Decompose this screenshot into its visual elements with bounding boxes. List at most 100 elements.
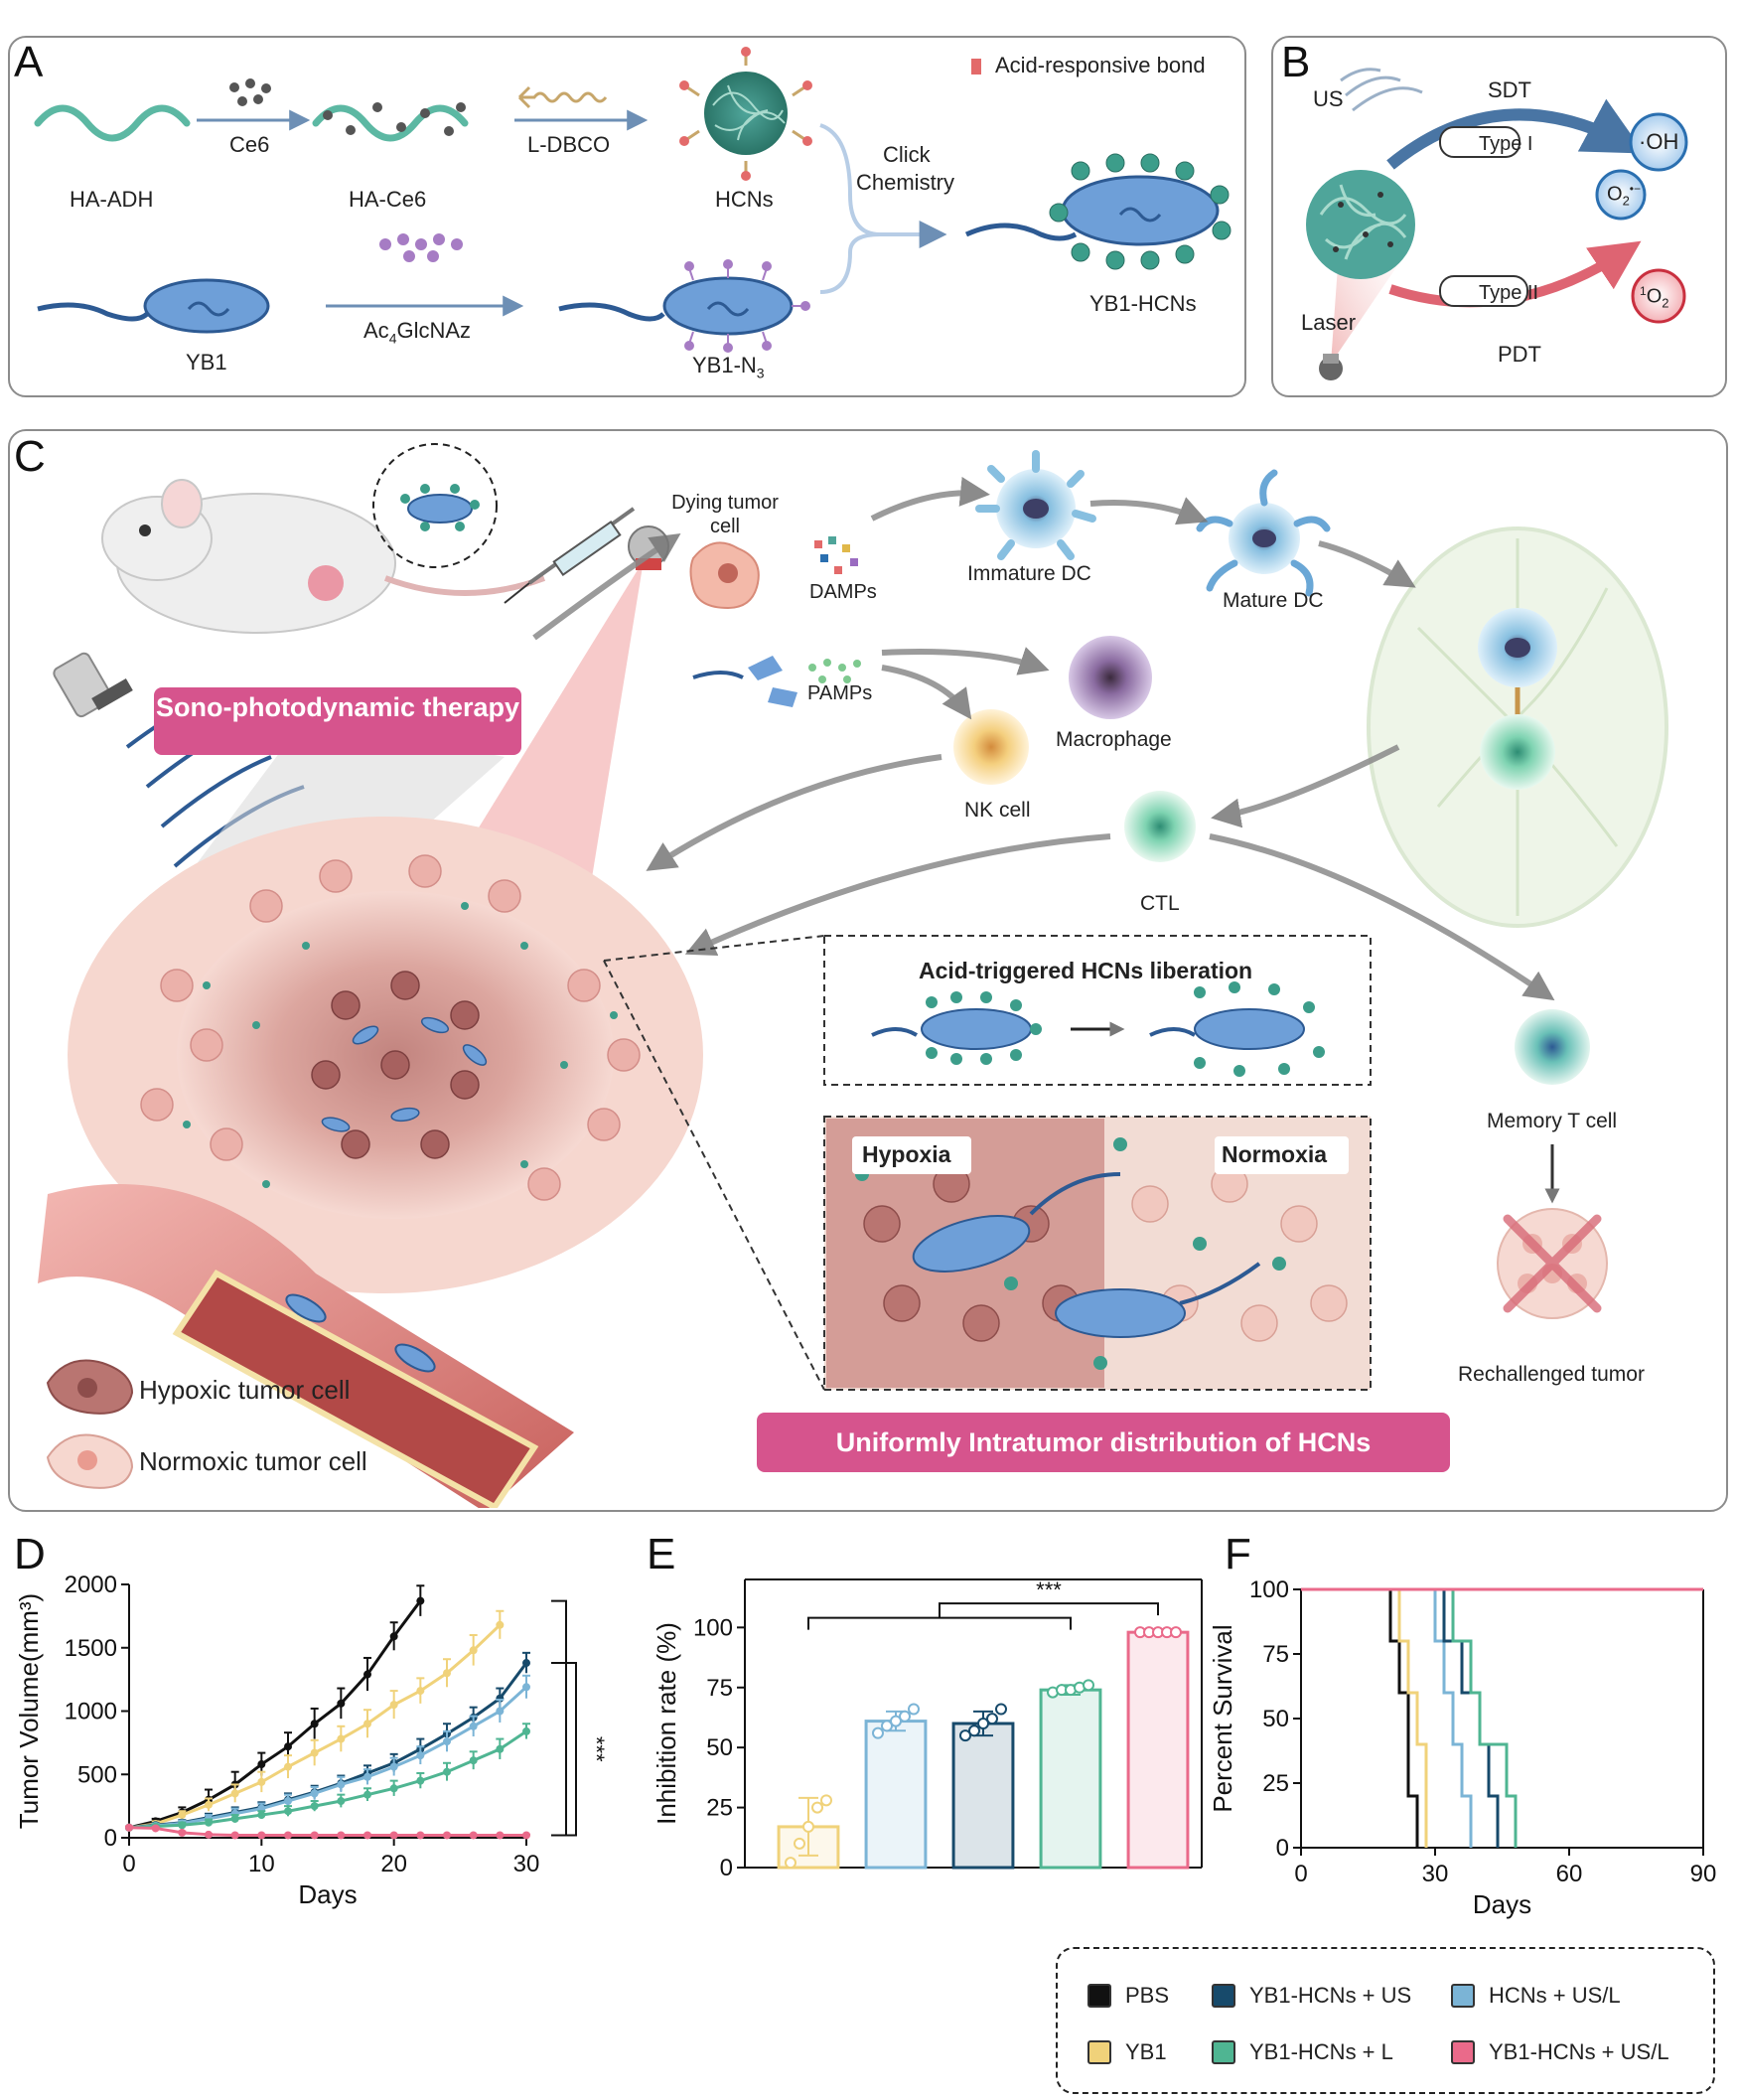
data-point <box>469 1722 478 1730</box>
data-point <box>230 1831 239 1840</box>
pamps-label: PAMPs <box>807 682 873 704</box>
mouse-illustration <box>101 479 546 634</box>
zoom-line-top <box>603 935 825 962</box>
damps-particles-icon <box>814 536 858 574</box>
data-point <box>389 1632 398 1641</box>
x-tick-label: 60 <box>1556 1861 1583 1887</box>
yb1-label: YB1 <box>186 350 227 375</box>
series-yb1-hcns-l <box>125 1723 530 1832</box>
us-label: US <box>1313 86 1344 111</box>
x-tick-label: 0 <box>122 1851 135 1877</box>
x-tick-label: 0 <box>1294 1861 1307 1887</box>
bar <box>1039 1688 1102 1870</box>
survival-curve-hcns-us-l <box>1301 1587 1473 1848</box>
oh-radical-bubble <box>1629 112 1688 172</box>
data-point <box>151 1824 160 1833</box>
bar-group-3 <box>951 1703 1015 1870</box>
y-tick-label: 50 <box>706 1734 733 1761</box>
nk-cell-label: NK cell <box>964 799 1031 822</box>
data-point <box>284 1831 292 1840</box>
zoom-bacterium-icon <box>400 484 480 531</box>
normoxic-cell-legend-icon <box>46 1433 134 1489</box>
data-point <box>872 1726 884 1739</box>
acid-liberation-box <box>823 935 1372 1086</box>
data-point <box>363 1772 371 1781</box>
data-point <box>230 1789 239 1798</box>
data-point <box>443 1831 451 1840</box>
click-label: Click <box>883 142 931 167</box>
data-point <box>522 1659 530 1668</box>
us-waves-icon <box>1340 68 1423 112</box>
data-point <box>890 1715 902 1727</box>
superoxide-label: O2•− <box>1607 182 1642 209</box>
ha-ce6-chain-icon <box>312 104 469 142</box>
memory-t-cell-label: Memory T cell <box>1487 1110 1618 1132</box>
data-point <box>995 1703 1007 1716</box>
bar-group-1 <box>777 1794 840 1870</box>
laser-pointer-icon <box>1319 354 1343 380</box>
data-point <box>469 1646 478 1655</box>
data-point <box>257 1777 266 1786</box>
x-tick-label: 30 <box>513 1851 540 1877</box>
nk-cell-icon <box>953 709 1029 785</box>
legend-item-yb1-hcns-l: YB1-HCNs + L <box>1212 2039 1393 2065</box>
bar-group-5 <box>1126 1626 1190 1870</box>
syringe-icon <box>504 507 636 604</box>
lymph-node-icon <box>1367 526 1668 928</box>
hypoxic-cell-label: Hypoxic tumor cell <box>139 1375 351 1405</box>
chemistry-label: Chemistry <box>856 170 955 195</box>
damps-label: DAMPs <box>809 581 877 603</box>
y-tick-label: 2000 <box>65 1572 117 1598</box>
dying-tumor-cell-label: Dying tumor cell <box>671 492 779 537</box>
data-point <box>389 1784 398 1793</box>
bar <box>1126 1630 1190 1870</box>
panel-c-letter: C <box>14 432 46 481</box>
legend-label: YB1 <box>1125 2039 1167 2064</box>
arrow-mdc-to-node <box>1318 540 1416 588</box>
panel-e-letter: E <box>647 1530 676 1578</box>
legend-item-hcns-usl: HCNs + US/L <box>1451 1983 1621 2009</box>
hcns-label: HCNs <box>715 187 774 212</box>
legend-swatch <box>1087 1984 1111 2008</box>
sdt-label: SDT <box>1488 77 1531 102</box>
type1-label: Type I <box>1479 133 1533 155</box>
sig-annotation: *** <box>584 1736 609 1762</box>
legend-label: PBS <box>1125 1983 1170 2008</box>
data-point <box>522 1831 530 1840</box>
series-pbs <box>125 1584 425 1832</box>
pdt-label: PDT <box>1498 342 1541 367</box>
data-point <box>205 1818 213 1827</box>
data-point <box>363 1670 371 1679</box>
data-point <box>496 1620 505 1629</box>
bar-group-2 <box>864 1703 928 1870</box>
sig-bracket-upper <box>939 1602 1159 1618</box>
survival-curve-yb1-hcns-l <box>1301 1587 1518 1848</box>
mature-dc-icon <box>1196 469 1331 597</box>
legend-item-yb1-hcns-us: YB1-HCNs + US <box>1212 1983 1411 2009</box>
y-axis-label: Tumor Volume(mm³) <box>14 1593 44 1829</box>
panel-f-letter: F <box>1225 1530 1251 1578</box>
survival-curve-yb1 <box>1301 1587 1428 1848</box>
yb1-hcns-label: YB1-HCNs <box>1089 291 1197 316</box>
laser-label: Laser <box>1301 310 1357 335</box>
data-point <box>416 1831 425 1840</box>
data-point <box>257 1831 266 1840</box>
acid-bond-legend-label: Acid-responsive bond <box>995 53 1206 77</box>
y-tick-label: 100 <box>693 1614 733 1641</box>
uniform-distribution-banner: Uniformly Intratumor distribution of HCN… <box>757 1413 1450 1472</box>
data-point <box>230 1814 239 1823</box>
nanoparticle-icon <box>1306 170 1415 279</box>
data-point <box>337 1699 346 1708</box>
data-point <box>899 1710 911 1723</box>
x-tick-label: 30 <box>1422 1861 1449 1887</box>
legend-label: YB1-HCNs + L <box>1249 2039 1393 2064</box>
arrow-pamps-to-mac <box>881 647 1050 675</box>
ha-ce6-dots-icon <box>323 102 466 136</box>
y-tick-label: 25 <box>706 1795 733 1822</box>
singlet-oxygen-bubble <box>1631 268 1686 324</box>
ac4glcnaz-label: Ac4GlcNAz <box>363 318 472 347</box>
sig-annotation: *** <box>1036 1577 1062 1602</box>
data-point <box>416 1687 425 1696</box>
